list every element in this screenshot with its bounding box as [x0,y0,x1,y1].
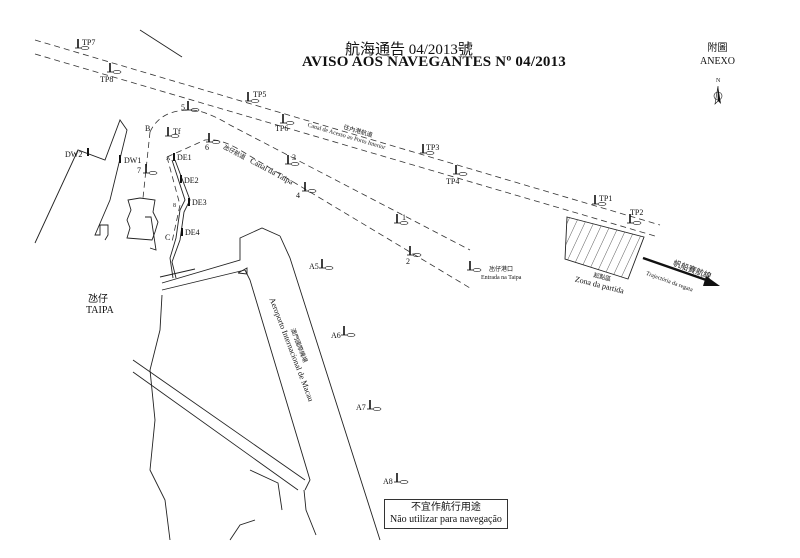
north-label: N [716,78,721,84]
disclaimer-cn: 不宜作航行用途 [410,502,481,513]
buoy-label: 8 [173,203,176,209]
buoy-label: 5 [181,103,185,112]
regatta-arrow [642,256,720,286]
beacon-icon [119,155,121,163]
buoy-label: TP1 [599,194,612,203]
buoy-label: A7 [356,403,366,412]
beacon-icon [188,198,190,206]
buoy-label: DW1 [124,156,141,165]
buoy-label: TP7 [82,38,95,47]
buoy-label: TP2 [630,208,643,217]
buoy-label: DE2 [184,176,199,185]
airport-label-pt: Aeroporto Internacional de Macau [268,296,316,402]
disclaimer-pt: Não utilizar para navegação [390,514,502,525]
beacon-icon [180,175,182,183]
beacon-icon [173,153,175,161]
buoy-icon [301,181,317,194]
buoy-label: 3 [292,153,296,162]
regatta-label-cn: 帆船賽航線 [672,258,713,281]
buoy-label: TP8 [100,75,113,84]
buoy-label: TP5 [253,90,266,99]
buoy-label: 4 [296,191,300,200]
coastline [34,119,381,541]
buoy-label: Tf [173,127,181,136]
buoy-label: 2 [406,257,410,266]
buoy-label: B [145,124,150,133]
start-zone [564,216,645,280]
buoy-label: TP6 [275,124,288,133]
buoy-icon [340,325,356,338]
buoy-label: DE1 [177,153,192,162]
disclaimer-box: 不宜作航行用途 Não utilizar para navegação [384,499,508,529]
buoy-label: A5 [309,262,319,271]
buoy-label: TP3 [426,143,439,152]
buoy-icon [279,113,295,126]
buoy-label: DW2 [65,150,82,159]
title-chinese: 航海通告 04/2013號 [345,42,473,58]
taipa-label-cn: 氹仔 [88,293,108,305]
buoy-label: A [166,156,171,162]
buoy-icon [142,163,158,176]
buoy-label: 6 [205,143,209,152]
buoy-icon [205,132,221,145]
buoy-icon [466,260,482,273]
taipa-entrance-label-pt: Entrada na Taipa [481,275,522,281]
buoy-label: TP4 [446,177,459,186]
access-channel [34,39,661,237]
buoy-icon [393,472,409,485]
buoy-label: A8 [383,477,393,486]
beacon-icon [181,228,183,236]
buoy-icon [366,399,382,412]
north-arrow-icon [713,85,723,105]
annex-label-cn: 附圖 [707,43,728,54]
annex-label-pt: ANEXO [700,56,735,67]
buoy-label: A6 [331,331,341,340]
buoy-icon [106,62,122,75]
taipa-entrance-label-cn: 氹仔港口 [489,265,513,273]
buoy-icon [452,164,468,177]
buoy-label: 1 [402,213,406,222]
title-portuguese: AVISO AOS NAVEGANTES Nº 04/2013 [302,54,566,70]
buoy-label: 7 [137,166,141,175]
buoy-label: C [165,233,170,242]
buoy-label: DE3 [192,198,207,207]
beacon-icon [87,148,89,156]
breakwater-line [139,29,183,58]
annex-label: 附圖 ANEXO [700,42,735,68]
buoy-icon [318,258,334,271]
buoy-markers: TP7 TP8 TP5 TP6 5 B Tf 6 DW2 DW1 A DE1 7… [65,38,643,486]
taipa-label-pt: TAIPA [86,305,115,316]
buoy-label: DE4 [185,228,200,237]
